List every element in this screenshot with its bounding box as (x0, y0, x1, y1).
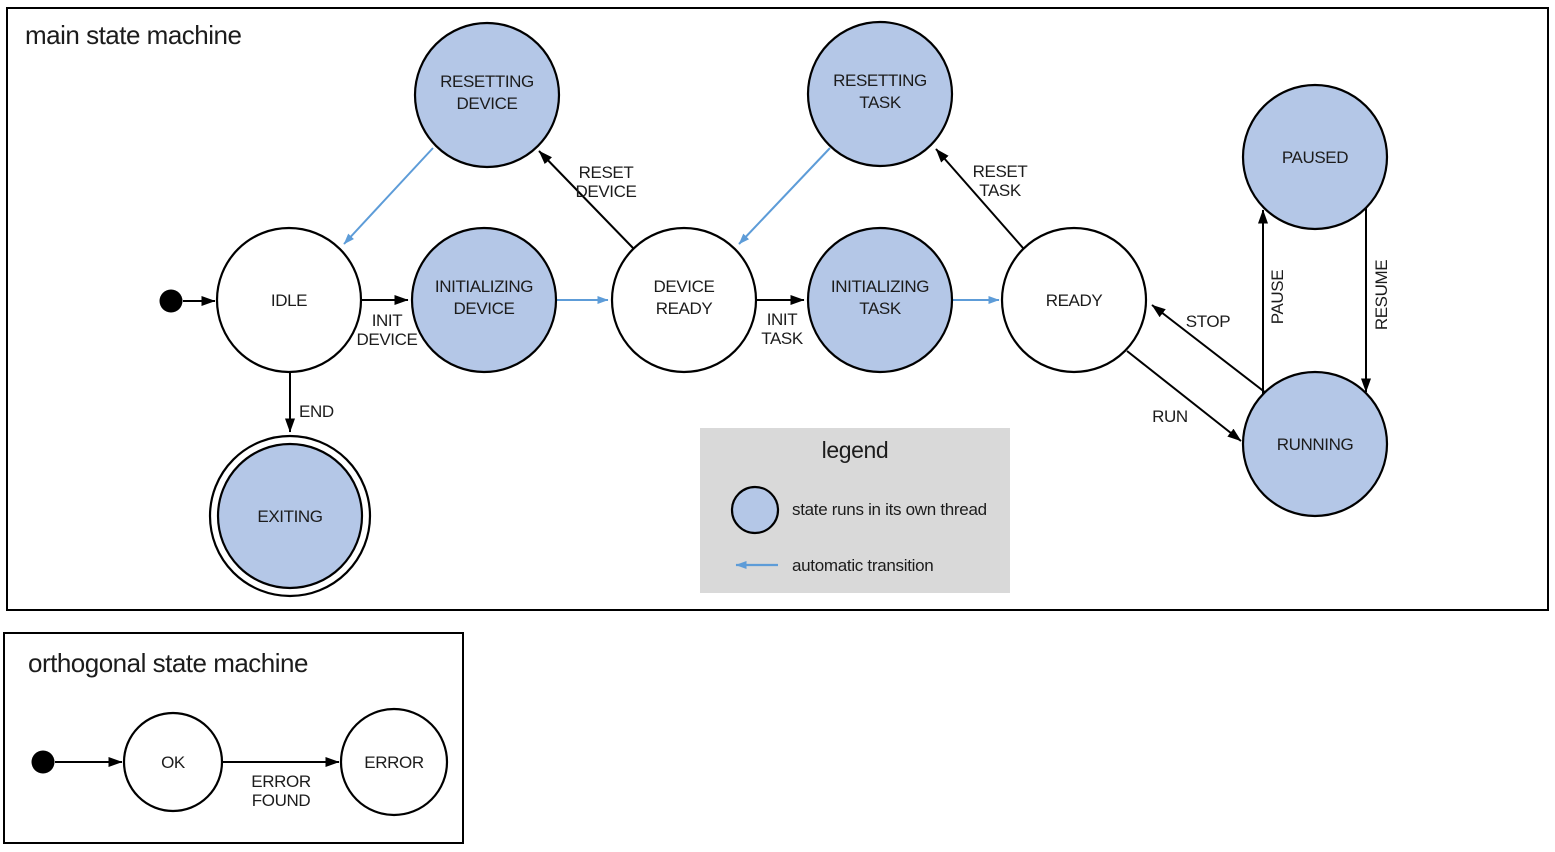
legend-item-threaded-text: state runs in its own thread (792, 500, 987, 519)
state-label-exiting: EXITING (257, 507, 322, 526)
state-label-ready: READY (1046, 291, 1103, 310)
legend-title: legend (822, 437, 889, 463)
transition-label-running-to-paused: PAUSE (1268, 270, 1287, 324)
transition-resetting-device-to-idle-auto-arrow (343, 147, 434, 245)
state-label-paused: PAUSED (1282, 148, 1348, 167)
main-machine-title: main state machine (25, 20, 241, 50)
transition-ready-to-resetting-task-arrow (935, 148, 1024, 249)
transition-ready-to-running-arrow (1126, 350, 1242, 442)
orthogonal-machine-title: orthogonal state machine (28, 648, 308, 678)
state-circle-initializing-task (806, 226, 954, 374)
state-error: ERROR (339, 707, 449, 817)
legend-threaded-state-icon (730, 485, 780, 535)
state-circle-paused (1241, 83, 1389, 231)
transition-resetting-task-to-device-ready-auto-arrow (738, 147, 831, 245)
state-circle-initializing-device (410, 226, 558, 374)
state-ready: READY (1000, 226, 1148, 374)
transition-running-to-ready-arrow (1151, 304, 1267, 394)
state-circle-resetting-device (413, 21, 561, 169)
transition-label-ready-to-running: RUN (1152, 407, 1188, 426)
state-running: RUNNING (1241, 370, 1389, 518)
state-circle-idle (215, 226, 363, 374)
state-circle-error (339, 707, 449, 817)
state-label-idle: IDLE (271, 291, 307, 310)
state-exiting: EXITING (208, 434, 372, 598)
state-circle-exiting (216, 442, 364, 590)
state-circle-resetting-task (806, 20, 954, 168)
legend-item-auto-transition-text: automatic transition (792, 556, 933, 575)
state-circle-ready (1000, 226, 1148, 374)
transition-device-ready-to-resetting-device-arrow (538, 150, 634, 249)
state-paused: PAUSED (1241, 83, 1389, 231)
state-ok: OK (122, 711, 224, 813)
state-circle-device-ready (610, 226, 758, 374)
transition-label-running-to-ready: STOP (1186, 312, 1230, 331)
transition-label-paused-to-running: RESUME (1372, 260, 1391, 330)
transition-label-idle-to-exiting: END (299, 402, 334, 421)
initial-state-dot (31, 750, 55, 774)
state-idle: IDLE (215, 226, 363, 374)
state-label-running: RUNNING (1277, 435, 1354, 454)
initial-state-dot (159, 289, 183, 313)
state-label-ok: OK (161, 753, 186, 772)
state-label-error: ERROR (364, 753, 424, 772)
legend: legend state runs in its own thread automa… (700, 428, 1010, 593)
state-circle-running (1241, 370, 1389, 518)
state-circle-ok (122, 711, 224, 813)
